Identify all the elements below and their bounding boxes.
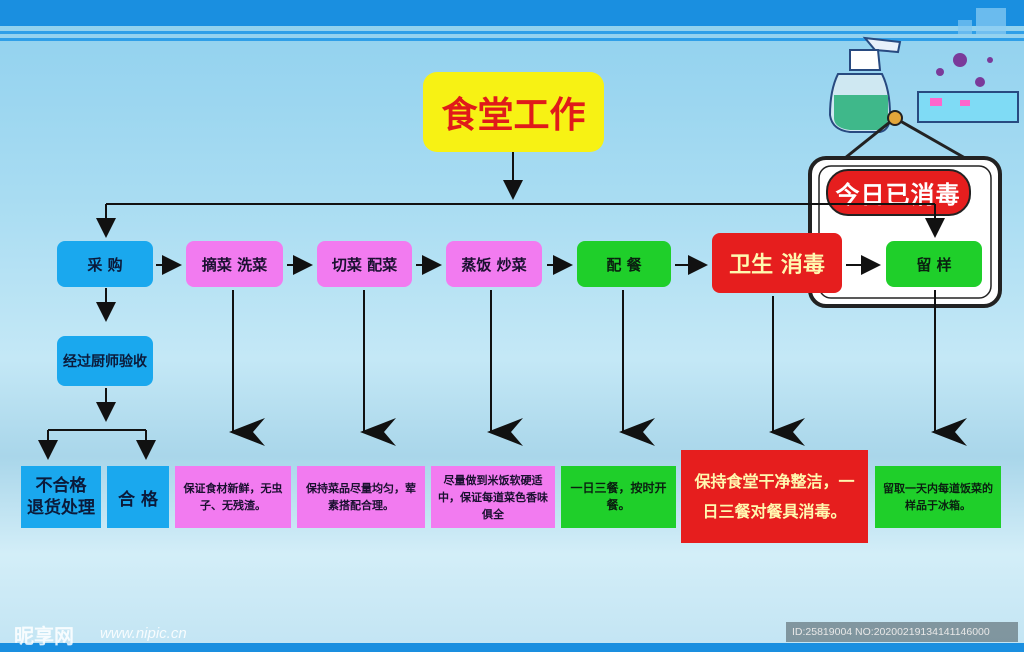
chef-inspection: 经过厨师验收 <box>57 336 153 386</box>
desc-hygiene-disinfect: 保持食堂干净整洁，一日三餐对餐具消毒。 <box>681 450 868 543</box>
bottom-bar <box>0 643 1024 652</box>
step-cut-prepare: 切菜 配菜 <box>317 241 412 287</box>
step-steam-fry: 蒸饭 炒菜 <box>446 241 542 287</box>
desc-sample-retention: 留取一天内每道饭菜的样品于冰箱。 <box>875 466 1001 528</box>
step-purchase: 采 购 <box>57 241 153 287</box>
watermark-url: www.nipic.cn <box>100 625 187 642</box>
desc-pick-wash: 保证食材新鲜，无虫子、无残渣。 <box>175 466 291 528</box>
step-sample-retention: 留 样 <box>886 241 982 287</box>
page-title: 食堂工作 <box>423 72 604 152</box>
decor-square <box>976 8 1006 34</box>
decor-square <box>958 20 972 34</box>
image-id-watermark: ID:25819004 NO:20200219134141146000 <box>786 622 1018 642</box>
top-stripe <box>0 31 1024 34</box>
reject-return: 不合格 退货处理 <box>21 466 101 528</box>
watermark-logo: 昵享网 <box>14 626 74 648</box>
step-pick-wash: 摘菜 洗菜 <box>186 241 283 287</box>
desc-cut-prepare: 保持菜品尽量均匀，荤素搭配合理。 <box>297 466 425 528</box>
desc-serving: 一日三餐，按时开餐。 <box>561 466 676 528</box>
step-hygiene-disinfect: 卫生 消毒 <box>712 233 842 293</box>
desc-steam-fry: 尽量做到米饭软硬适中，保证每道菜色香味俱全 <box>431 466 555 528</box>
spray-bottle-icon <box>828 36 1019 133</box>
accept-box: 合 格 <box>107 466 169 528</box>
top-stripe <box>0 38 1024 41</box>
top-bar <box>0 0 1024 26</box>
step-serving: 配 餐 <box>577 241 671 287</box>
